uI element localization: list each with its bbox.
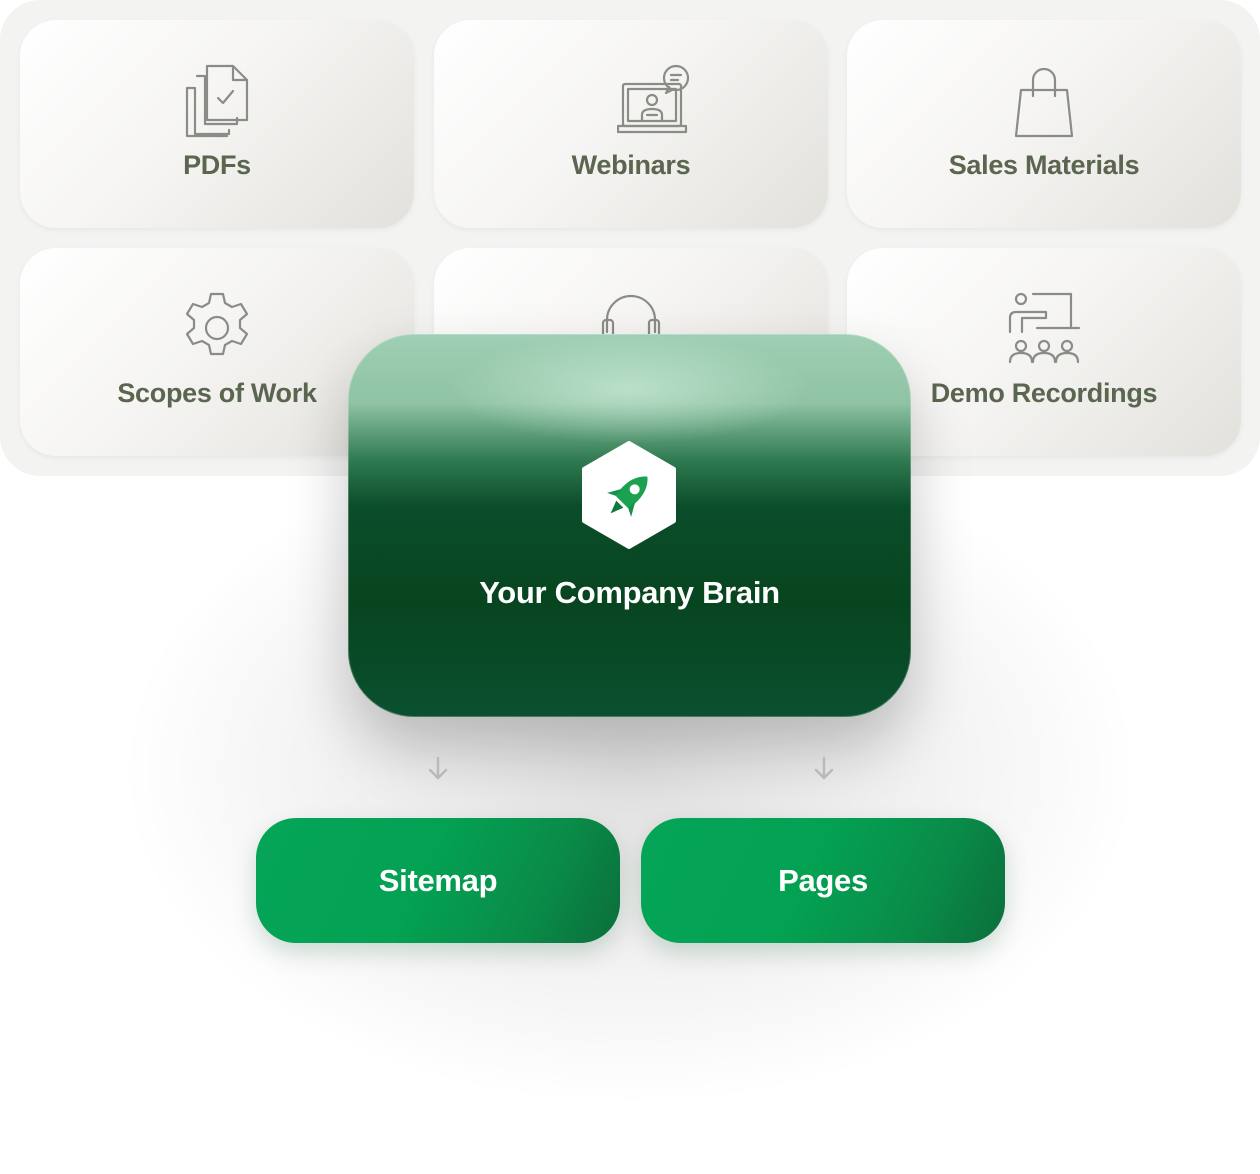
company-brain-title: Your Company Brain (479, 575, 780, 610)
sitemap-button[interactable]: Sitemap (256, 818, 620, 943)
source-tile-demo-recordings[interactable]: Demo Recordings (847, 248, 1241, 456)
shopping-bag-icon (1013, 64, 1075, 138)
arrow-down-icon (812, 756, 836, 787)
webinar-laptop-icon (616, 64, 693, 138)
source-label: Sales Materials (948, 150, 1140, 180)
source-tile-webinars[interactable]: Webinars (434, 20, 828, 228)
source-label: Webinars (571, 150, 691, 180)
source-tile-sales-materials[interactable]: Sales Materials (847, 20, 1241, 228)
pdf-documents-icon (184, 64, 250, 138)
arrow-down-icon (426, 756, 450, 787)
rocket-icon (581, 441, 677, 554)
source-label: Scopes of Work (117, 378, 317, 408)
presentation-audience-icon (1007, 292, 1081, 366)
source-tile-pdfs[interactable]: PDFs (20, 20, 414, 228)
gear-icon (182, 292, 252, 364)
pages-button[interactable]: Pages (641, 818, 1005, 943)
source-label: PDFs (183, 150, 251, 180)
source-label: Demo Recordings (930, 378, 1158, 408)
company-brain-card[interactable] (348, 334, 911, 717)
